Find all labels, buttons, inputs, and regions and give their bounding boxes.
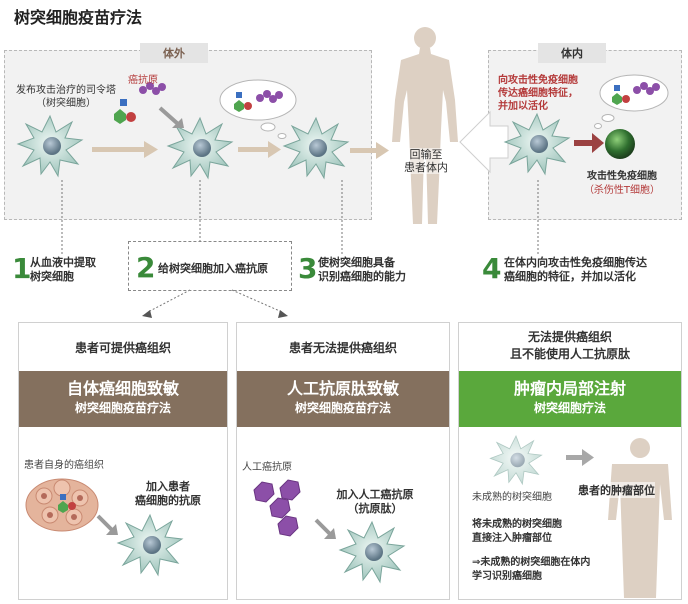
inside-description: 向攻击性免疫细胞 传达癌细胞特征， 并加以活化 [498, 75, 578, 112]
page-title: 树突细胞疫苗疗法 [14, 8, 143, 27]
antigen-arrow-icon [158, 106, 184, 128]
option-2-arrow-icon [314, 518, 336, 539]
activation-arrow-icon [574, 133, 604, 153]
flow-arrow-1 [92, 141, 158, 158]
option-2-caption: 人工癌抗原 [242, 462, 292, 473]
tumor-site-label: 患者的肿瘤部位 [578, 482, 655, 498]
flow-arrow-3 [350, 142, 389, 159]
patient-torso-icon [608, 438, 672, 598]
outside-body-label: 体外 [140, 43, 208, 63]
step-2-number: 2 [136, 251, 156, 284]
option-3-band: 肿瘤内局部注射 树突细胞疗法 [459, 371, 681, 427]
option-1-arrow-icon [96, 514, 118, 535]
option-2-add-label: 加入人工癌抗原 （抗原肽） [336, 488, 414, 515]
flow-arrow-2 [238, 141, 281, 158]
option-1-caption: 患者自身的癌组织 [24, 460, 104, 471]
antigen-icon [114, 82, 166, 124]
option-1-band: 自体癌细胞致敏 树突细胞疫苗疗法 [19, 371, 227, 427]
immature-dendritic-cell-icon [489, 435, 542, 485]
option-2-dendritic-cell-icon [339, 521, 405, 583]
step-2-box [128, 241, 292, 291]
step-connectors [61, 180, 539, 313]
step-4-number: 4 [482, 252, 502, 285]
option-2-header: 患者无法提供癌组织 [288, 341, 397, 355]
option-1-header: 患者可提供癌组织 [74, 341, 171, 355]
killer-t-cell-icon [605, 129, 635, 159]
option-peptide: 患者无法提供癌组织 人工抗原肽致敏 树突细胞疫苗疗法 [236, 322, 450, 600]
option-3-caption: 未成熟的树突细胞 [472, 492, 552, 503]
commander-label: 发布攻击治疗的司令塔 （树突细胞） [16, 85, 116, 109]
step-1-number: 1 [12, 252, 32, 285]
option-3-header: 无法提供癌组织 且不能使用人工抗原肽 [509, 330, 630, 361]
step-1-text: 从血液中提取 树突细胞 [30, 256, 96, 283]
inside-thought-bubble [594, 74, 669, 129]
step-3-number: 3 [298, 252, 318, 285]
option-1-dendritic-cell-icon [117, 514, 183, 576]
option-autologous: 患者可提供癌组织 自体癌细胞致敏 树突细胞疫苗疗法 [18, 322, 228, 600]
connector-arrowhead-right [278, 310, 288, 318]
step-2-text: 给树突细胞加入癌抗原 [158, 262, 268, 275]
option-3-note: 将未成熟的树突细胞 直接注入肿瘤部位 ⇒未成熟的树突细胞在体内 学习识别癌细胞 [472, 519, 591, 582]
killer-t-cell-label: 攻击性免疫细胞 （杀伤性T细胞） [583, 171, 661, 196]
step-3-text: 使树突细胞具备 识别癌细胞的能力 [318, 256, 406, 283]
injection-arrow-icon [566, 449, 594, 466]
connector-arrowhead-left [142, 310, 152, 318]
cancer-tissue-icon [25, 478, 99, 532]
inside-body-label: 体内 [538, 43, 606, 63]
step-4-text: 在体内向攻击性免疫细胞传达 癌细胞的特征，并加以活化 [504, 256, 647, 283]
option-2-band: 人工抗原肽致敏 树突细胞疫苗疗法 [237, 371, 449, 427]
return-label: 回输至 患者体内 [398, 148, 454, 174]
peptide-chain-icon [253, 479, 301, 537]
antigen-thought-bubble [219, 79, 297, 139]
antigen-label: 癌抗原 [128, 75, 158, 86]
option-1-add-label: 加入患者 癌细胞的抗原 [135, 480, 201, 507]
